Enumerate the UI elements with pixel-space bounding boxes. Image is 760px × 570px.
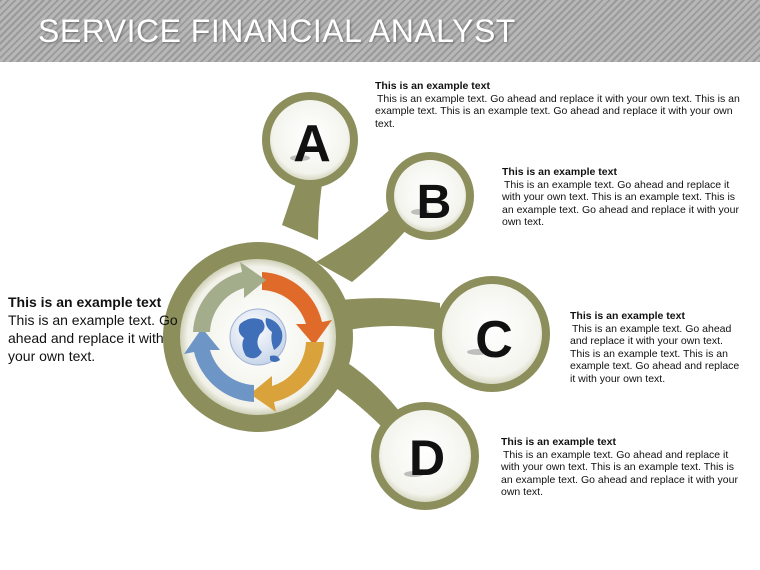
node-text-body: This is an example text. Go ahead and re… xyxy=(501,448,738,499)
title-banner: SERVICE FINANCIAL ANALYST xyxy=(0,0,760,62)
connector-branches xyxy=(282,172,440,430)
gold-arrow xyxy=(250,342,324,412)
left-text-body: This is an example text. Go ahead and re… xyxy=(8,312,178,364)
node-letter-a: A xyxy=(293,115,331,173)
blue-arrow xyxy=(184,328,254,402)
node-bubble-c: C xyxy=(442,284,542,384)
node-letter-c: C xyxy=(475,311,513,369)
node-text-d: This is an example text This is an examp… xyxy=(501,436,741,499)
node-text-a: This is an example text This is an examp… xyxy=(375,80,740,130)
left-text-heading: This is an example text xyxy=(8,294,162,310)
node-letter-b: B xyxy=(417,176,452,229)
node-text-b: This is an example text This is an examp… xyxy=(502,166,742,229)
node-text-heading: This is an example text xyxy=(502,166,617,178)
globe-icon xyxy=(229,308,287,366)
node-text-c: This is an example text This is an examp… xyxy=(570,310,740,385)
green-arrow xyxy=(193,262,266,332)
page-title: SERVICE FINANCIAL ANALYST xyxy=(38,13,516,49)
cycle-arrows xyxy=(184,262,332,412)
node-bubble-a: A xyxy=(270,100,350,180)
node-text-heading: This is an example text xyxy=(501,436,616,448)
node-bubble-b: B xyxy=(394,160,466,232)
left-text-block: This is an example text This is an examp… xyxy=(8,293,180,365)
node-text-heading: This is an example text xyxy=(570,310,685,322)
node-text-body: This is an example text. Go ahead and re… xyxy=(570,322,740,385)
node-text-body: This is an example text. Go ahead and re… xyxy=(375,92,740,130)
node-text-heading: This is an example text xyxy=(375,80,490,92)
node-bubble-d: D xyxy=(379,410,471,502)
orange-arrow xyxy=(262,272,332,345)
node-letter-d: D xyxy=(409,430,445,486)
node-text-body: This is an example text. Go ahead and re… xyxy=(502,178,739,229)
